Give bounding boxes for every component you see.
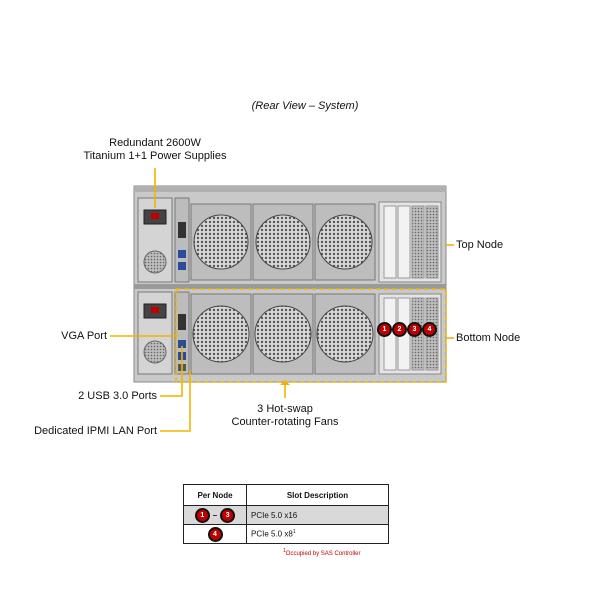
usb-port [178,340,186,348]
slot-badge-2: 2 [392,322,407,337]
io-strip-top [174,197,190,283]
callout-vga-port: VGA Port [61,330,107,342]
slot-badge: 4 [207,526,223,542]
per-node-cell: 1–3 [183,505,247,525]
slot-description-text: PCIe 5.0 x8 [251,529,293,539]
node-divider [134,284,446,289]
slot-description-table: Per Node Slot Description 1–3 PCIe 5.0 x… [183,484,389,544]
callout-bottom-node: Bottom Node [456,332,521,344]
view-title: (Rear View – System) [251,100,359,112]
vga-port [178,314,186,330]
slot-badge-4: 4 [422,322,437,337]
column-header-slot-description: Slot Description [246,484,389,506]
callout-power-supplies-line2: Titanium 1+1 Power Supplies [83,150,227,162]
callout-power-supplies: Redundant 2600W Titanium 1+1 Power Suppl… [80,137,230,163]
slot-badge-3: 3 [407,322,422,337]
callout-line-ipmi [160,370,191,432]
callout-line-usb [160,346,183,397]
column-header-per-node: Per Node [183,484,247,506]
table-row: 1–3 PCIe 5.0 x16 [183,505,389,525]
callout-fans-line2: Counter-rotating Fans [231,416,339,428]
bottom-node-outline [175,288,447,383]
table-header-row: Per Node Slot Description [183,484,389,506]
psu-top [137,197,173,283]
fans-arrow [280,380,290,385]
slot-badge: 1 [194,507,210,523]
slot-description-cell: PCIe 5.0 x81 [246,524,389,544]
per-node-cell: 4 [183,524,247,544]
psu-bottom [137,291,173,375]
slot-description-cell: PCIe 5.0 x16 [246,505,389,525]
callout-fans: 3 Hot-swap Counter-rotating Fans [215,403,355,429]
fans-bottom [190,293,376,375]
callout-power-supplies-line1: Redundant 2600W [109,137,201,149]
callout-usb-ports: 2 USB 3.0 Ports [78,390,157,402]
table-footnote: 1Occupied by SAS Controller [283,548,393,557]
table-row: 4 PCIe 5.0 x81 [183,524,389,544]
callout-top-node: Top Node [456,239,504,251]
slot-badge: 3 [220,507,236,523]
chassis-top-edge [134,186,446,192]
callout-fans-line1: 3 Hot-swap [257,403,313,415]
footnote-marker: 1 [292,529,296,536]
callout-ipmi-port: Dedicated IPMI LAN Port [34,425,157,437]
callout-lines [110,168,454,432]
footnote-number: 1 [283,548,286,554]
footnote-text: Occupied by SAS Controller [285,551,361,557]
range-separator: – [212,510,218,520]
pcie-slots-top [378,201,442,283]
slot-badge-1: 1 [377,322,392,337]
fans-top [190,203,376,281]
